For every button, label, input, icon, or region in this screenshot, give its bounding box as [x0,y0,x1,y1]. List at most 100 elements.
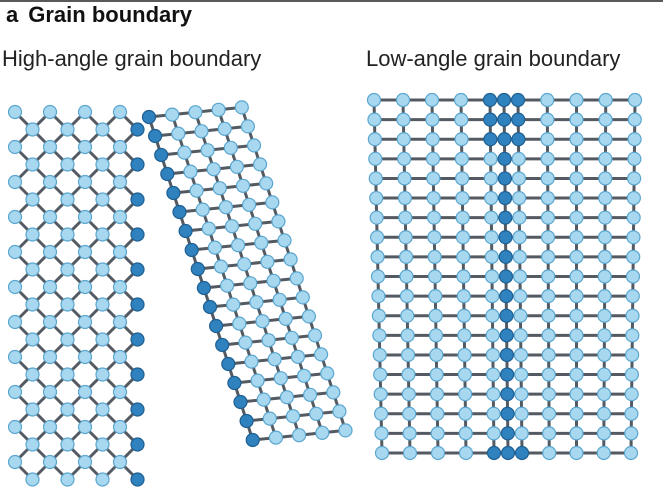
atom [569,387,584,402]
atom [484,269,500,284]
atom [301,309,316,324]
atom [483,171,498,186]
boundary-atom [499,328,514,343]
atom [627,92,643,108]
atom [229,159,244,174]
atom [200,143,215,158]
atom [232,316,247,331]
atom [112,174,128,190]
atom [370,269,386,284]
atom [486,367,501,382]
atom [226,297,241,312]
boundary-atom [511,112,526,127]
atom [218,200,233,215]
atom [430,445,446,461]
atom [430,426,445,441]
atom [428,289,443,304]
atom [292,428,307,443]
atom [541,367,556,382]
atom [456,249,471,264]
boundary-atom [130,122,145,137]
atom [370,230,385,245]
atom [485,347,500,363]
low-angle-label: Low-angle grain boundary [366,46,621,71]
atom [569,328,584,343]
atom [177,145,192,160]
atom [373,387,388,402]
atom [7,209,23,225]
atom [369,210,384,225]
atom [511,151,526,166]
atom [623,445,639,461]
atom [95,472,110,487]
atom [77,384,93,400]
atom [458,426,473,441]
atom [398,210,413,225]
boundary-atom [202,299,218,315]
atom [295,290,310,305]
low-angle-grain [366,92,643,461]
atom-layer [366,92,643,461]
boundary-atom [483,132,498,147]
atom [255,314,270,329]
atom [217,121,232,136]
atom [95,332,110,347]
atom [7,314,23,330]
atom [540,190,555,206]
atom [569,406,584,421]
atom [597,210,613,225]
atom [77,314,93,330]
atom [400,308,415,323]
atom [183,164,198,179]
atom [542,445,557,461]
atom [42,419,58,435]
atom [243,276,258,291]
atom [402,426,417,441]
atom [485,328,500,343]
atom [512,190,527,206]
atom [484,249,499,264]
atom [396,112,411,127]
atom [511,171,526,186]
atom [256,392,271,407]
boundary-atom [499,289,514,304]
boundary-atom [190,261,205,277]
atom [596,445,611,461]
atom [598,190,613,206]
atom [367,112,382,127]
atom [397,190,413,206]
boundary-atom [497,151,512,166]
atom [540,230,556,245]
boundary-atom [499,308,514,323]
atom [426,210,442,225]
boundary-atom [166,185,181,201]
atom [569,426,584,441]
atom [597,230,613,245]
atom [272,292,287,307]
atom [60,297,75,312]
atom [374,426,389,441]
atom [484,210,499,225]
atom [283,252,298,267]
atom [244,354,259,369]
atom [265,195,280,210]
atom [42,244,58,260]
atom [368,171,383,186]
atom-layer [141,100,353,448]
atom [220,278,235,293]
atom [513,289,528,304]
atom [77,419,93,435]
atom [596,406,612,421]
atom [7,419,23,435]
atom [296,368,312,383]
atom [484,190,499,206]
atom [514,367,529,382]
atom [542,426,557,441]
atom [597,347,612,363]
atom [401,387,416,402]
atom [195,202,210,217]
atom [569,92,584,108]
boundary-atom [482,92,498,108]
